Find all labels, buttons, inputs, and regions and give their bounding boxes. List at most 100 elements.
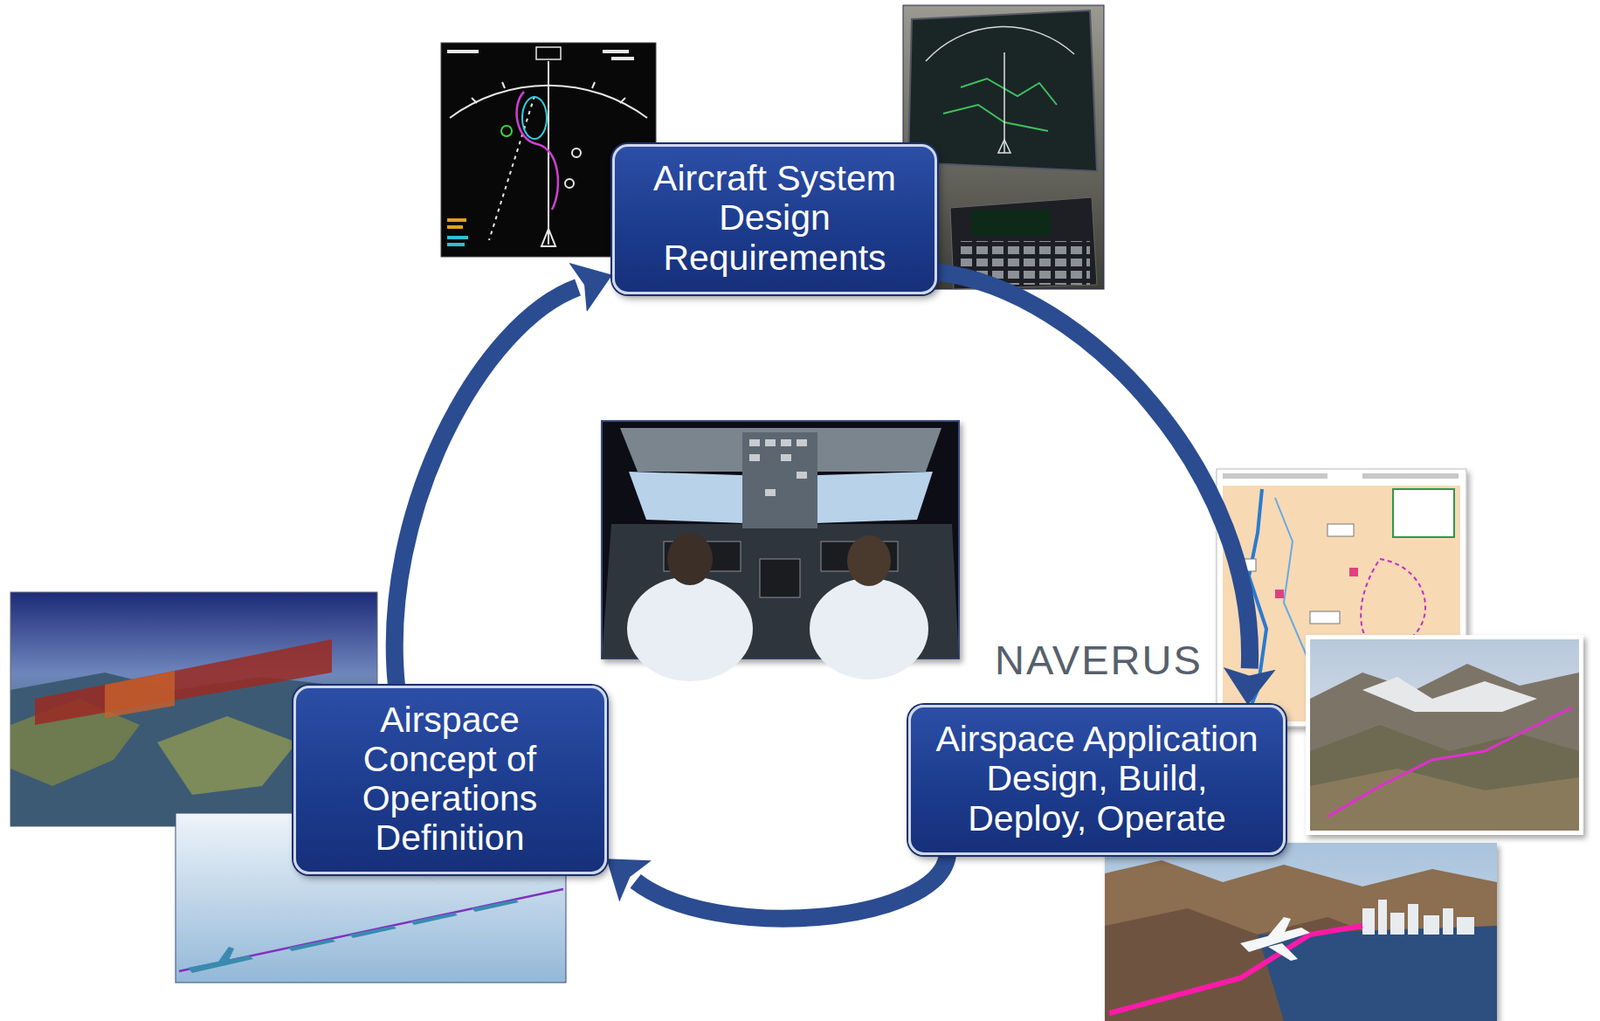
avionics-display-photo-part [925,27,1075,62]
terrain-route-view [1305,634,1584,835]
approach-scene-render-part-part [1407,903,1419,935]
process-box: Aircraft System Design Requirements [612,144,938,294]
avionics-display-photo-part [998,139,1011,153]
nav-display-screenshot-part [501,125,512,137]
approach-scene-render [1104,842,1497,1021]
cockpit-photo-part [749,439,807,497]
trajectory-render-part-part [349,925,397,938]
box-label: Airspace Concept of Operations Definitio… [343,700,558,858]
nav-display-screenshot-part [536,47,561,60]
nav-display-screenshot-part-part [447,235,469,240]
avionics-display-photo-part [908,10,1097,172]
process-box: Airspace Concept of Operations Definitio… [293,685,607,875]
cockpit-photo-part-part [759,558,800,598]
approach-scene-render-part [1104,860,1497,1021]
approach-chart-part [1275,567,1359,599]
approach-scene-render-part [1266,917,1291,942]
avionics-display-photo-part [960,78,1057,105]
nav-display-screenshot-part-part [620,97,626,104]
avionics-display-photo-part [1003,52,1006,153]
trajectory-render-part-part [218,946,235,965]
terrain-route-view-part [1310,663,1580,831]
nav-display-screenshot-part-part [447,242,465,247]
approach-chart-part-part [1349,567,1359,577]
terrain-route-view-part [1310,724,1580,831]
nav-display-screenshot-part-part [447,49,479,54]
approach-scene-render-part [1104,842,1497,1021]
nav-display-screenshot-part [565,179,574,188]
cockpit-photo-part-part [765,489,776,497]
cockpit-photo-part [627,576,753,682]
approach-chart-part-part [1310,611,1340,624]
terrain-route-view-part [1305,634,1584,835]
trajectory-render-part-part [471,899,519,912]
avionics-display-photo-part [943,104,1049,132]
cockpit-photo-part [667,532,713,586]
cockpit-photo-part [847,535,891,587]
nav-display-screenshot-part [447,218,467,229]
cycle-arrow [937,272,1250,669]
cockpit-photo-part-part [749,439,760,447]
cockpit-photo-part-part [796,439,807,447]
cockpit-photo-part-part [749,454,760,462]
nav-display-screenshot-part [541,228,556,247]
terrain-route-view-part [1310,768,1580,831]
approach-chart-part-part [1222,473,1328,479]
approach-scene-render-part [1104,908,1497,1021]
box-label: Airspace Application Design, Build, Depl… [931,719,1263,838]
avionics-display-photo-part [971,209,1050,236]
approach-scene-render-part [1268,943,1298,961]
nav-display-screenshot-part-part [447,225,463,229]
cycle-arrow [394,287,579,686]
nav-display-screenshot-part-part [502,82,505,89]
approach-scene-render-part [1109,925,1363,1014]
approach-chart-part-part [1327,524,1354,537]
cockpit-photo-part [809,578,929,680]
cockpit-photo-part-part [796,471,807,479]
approach-scene-render-part [1362,899,1475,935]
terrain-route-view-part [1310,639,1580,831]
cockpit-photo-part-part [780,454,792,462]
nav-display-screenshot-part-part [471,97,477,104]
cockpit-photo [601,420,959,682]
trajectory-render-part-part [187,955,254,973]
nav-display-screenshot-part-part [611,56,635,61]
approach-scene-render-part-part [1442,908,1454,935]
nav-display-screenshot-part-part [447,218,467,222]
trajectory-render-part-part [410,912,458,925]
airspace-3d-view-part [157,716,297,795]
approach-scene-render-part-part [1390,912,1405,935]
nav-display-screenshot-part [489,96,535,241]
approach-scene-render-part-part [1378,899,1387,935]
brand-name: NAVERUS [994,636,1203,683]
process-box: Airspace Application Design, Build, Depl… [908,704,1286,855]
approach-chart-part [1222,473,1459,479]
terrain-route-view-part [1362,676,1538,712]
approach-chart-part-part [1275,589,1284,599]
approach-scene-render-part-part [1362,908,1375,935]
nav-display-screenshot-part [517,91,559,210]
approach-chart-part [1275,497,1311,664]
nav-display-screenshot-part [447,49,635,61]
airspace-3d-view-part [34,639,332,725]
nav-display-screenshot-part-part [602,49,629,54]
nav-display-screenshot-part-part [592,82,595,89]
cycle-arrow [635,855,948,919]
approach-chart-part-part [1362,473,1459,479]
approach-scene-render-part-part [1423,915,1440,935]
nav-display-screenshot-part [447,235,469,247]
terrain-route-view-part [1327,707,1573,817]
trajectory-render-part-part [288,938,336,952]
trajectory-render-part [187,899,519,973]
nav-display-screenshot-part [572,148,581,158]
cockpit-photo-part-part [765,439,776,447]
cockpit-photo-part [742,432,818,529]
box-label: Aircraft System Design Requirements [637,158,912,277]
airspace-3d-view-part [104,670,175,718]
cockpit-photo-part-part [780,439,792,447]
nav-display-screenshot-part [522,96,547,139]
approach-scene-render-part [1257,925,1497,1021]
approach-scene-render-part-part [1456,917,1475,935]
brand-label: NAVERUS [994,635,1203,684]
